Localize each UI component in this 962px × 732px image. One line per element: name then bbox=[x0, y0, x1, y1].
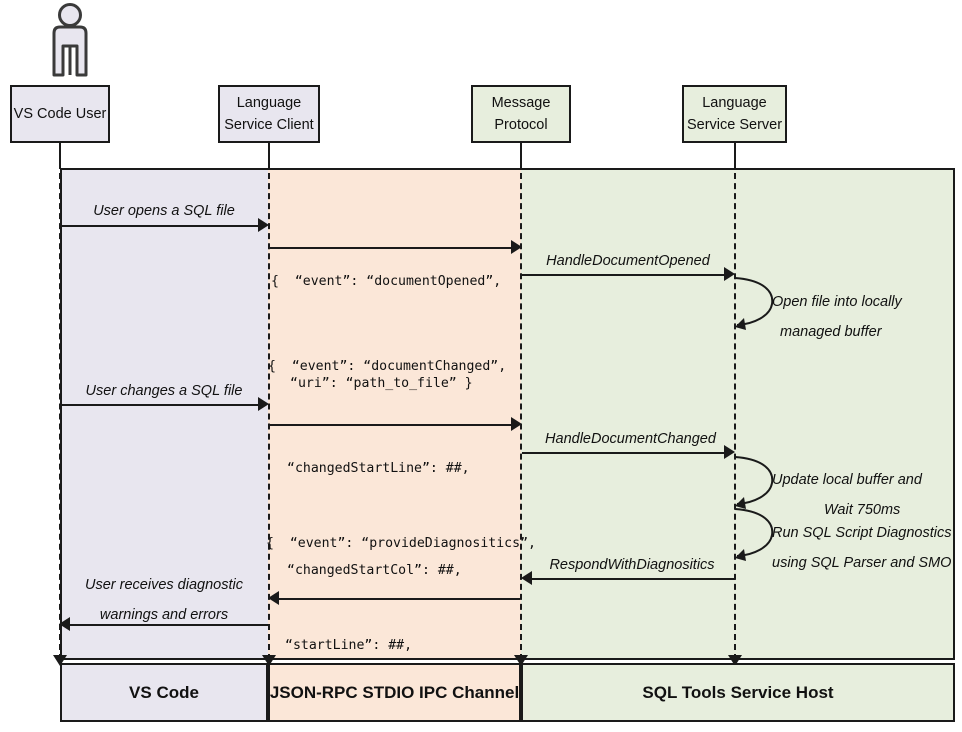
message-arrow-client-to-protocol-opened bbox=[270, 247, 518, 249]
arrowhead-protocol-to-client-diagnostics bbox=[268, 591, 279, 605]
arrowhead-client-to-protocol-opened bbox=[511, 240, 522, 254]
footer-vs-code[interactable]: VS Code bbox=[60, 663, 268, 722]
participant-label-line1: Message bbox=[491, 94, 551, 111]
lifeline-message-protocol bbox=[520, 143, 522, 660]
selfloop-open-file bbox=[734, 276, 784, 339]
swimlane-service-host bbox=[521, 168, 955, 660]
participant-label-line1: Language bbox=[236, 94, 302, 111]
participant-label-line2: Service Client bbox=[224, 117, 314, 133]
message-arrow-protocol-to-client-diagnostics bbox=[278, 598, 520, 600]
message-arrow-handle-document-opened bbox=[522, 274, 730, 276]
participant-language-service-client[interactable]: Language Service Client bbox=[218, 85, 320, 143]
lifeline-language-service-server bbox=[734, 143, 736, 660]
message-arrow-user-receives-diagnostics bbox=[69, 624, 269, 626]
participant-label-line2: Service Server bbox=[686, 117, 783, 133]
arrowhead-handle-document-changed bbox=[724, 445, 735, 459]
footer-label: SQL Tools Service Host bbox=[642, 682, 834, 702]
payload-document-opened: { “event”: “documentOpened”, “uri”: “pat… bbox=[271, 274, 502, 391]
selfloop-update-buffer bbox=[734, 455, 784, 518]
footer-label: JSON-RPC STDIO IPC Channel bbox=[269, 682, 520, 702]
message-label-handle-document-opened: HandleDocumentOpened bbox=[546, 253, 710, 269]
lifeline-language-service-client bbox=[268, 143, 270, 660]
payload-provide-diagnositics: { “event”: “provideDiagnositics”, “start… bbox=[266, 536, 536, 653]
message-label-user-receives-diagnostics: User receives diagnostic warnings and er… bbox=[85, 577, 243, 623]
swimlane-vs-code bbox=[60, 168, 268, 660]
participant-label: VS Code User bbox=[13, 105, 107, 122]
message-arrow-respond-with-diagnositics bbox=[531, 578, 735, 580]
arrowhead-user-opens-sql-file bbox=[258, 218, 269, 232]
arrowhead-handle-document-opened bbox=[724, 267, 735, 281]
arrowhead-respond-with-diagnositics bbox=[521, 571, 532, 585]
message-arrow-user-changes-sql-file bbox=[60, 404, 265, 406]
lifeline-cap-message-protocol bbox=[514, 655, 528, 666]
lifeline-cap-language-service-server bbox=[728, 655, 742, 666]
participant-message-protocol[interactable]: Message Protocol bbox=[471, 85, 571, 143]
footer-label: VS Code bbox=[129, 682, 199, 702]
note-update-local-buffer: Update local buffer and Wait 750ms bbox=[772, 472, 922, 518]
message-label-user-changes-sql-file: User changes a SQL file bbox=[85, 383, 243, 399]
lifeline-vs-code-user bbox=[59, 143, 61, 660]
message-arrow-handle-document-changed bbox=[522, 452, 730, 454]
message-label-respond-with-diagnositics: RespondWithDiagnositics bbox=[549, 557, 715, 573]
message-arrow-user-opens-sql-file bbox=[60, 225, 265, 227]
participant-language-service-server[interactable]: Language Service Server bbox=[682, 85, 787, 143]
message-label-handle-document-changed: HandleDocumentChanged bbox=[545, 431, 716, 447]
message-arrow-client-to-protocol-changed bbox=[270, 424, 518, 426]
swimlane-ipc-channel bbox=[268, 168, 521, 660]
participant-label-line1: Language bbox=[702, 94, 767, 111]
arrowhead-user-changes-sql-file bbox=[258, 397, 269, 411]
participant-label-line2: Protocol bbox=[494, 117, 548, 133]
note-open-file-into-buffer: Open file into locally managed buffer bbox=[772, 294, 902, 340]
note-run-sql-diagnostics: Run SQL Script Diagnostics using SQL Par… bbox=[772, 525, 952, 571]
footer-ipc-channel[interactable]: JSON-RPC STDIO IPC Channel bbox=[268, 663, 521, 722]
participant-vs-code-user[interactable]: VS Code User bbox=[10, 85, 110, 143]
selfloop-run-diagnostics bbox=[734, 507, 784, 570]
arrowhead-user-receives-diagnostics bbox=[59, 617, 70, 631]
arrowhead-client-to-protocol-changed bbox=[511, 417, 522, 431]
person-icon bbox=[38, 2, 102, 80]
message-label-user-opens-sql-file: User opens a SQL file bbox=[93, 203, 235, 219]
lifeline-cap-vs-code-user bbox=[53, 655, 67, 666]
footer-service-host[interactable]: SQL Tools Service Host bbox=[521, 663, 955, 722]
lifeline-cap-language-service-client bbox=[262, 655, 276, 666]
